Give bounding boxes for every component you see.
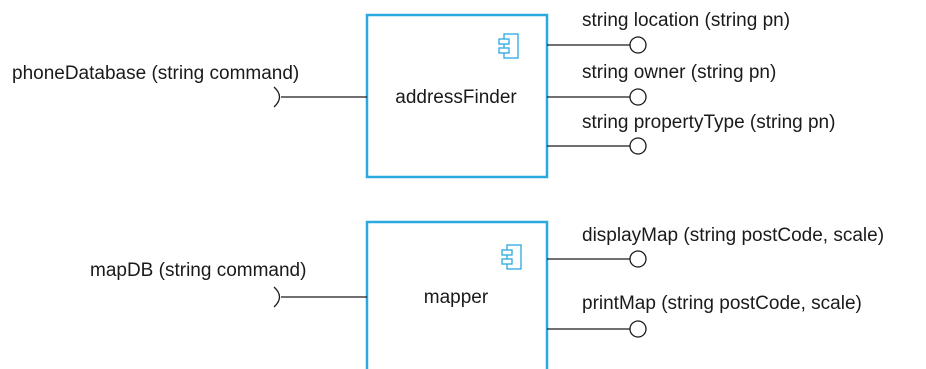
required-interface: mapDB (string command) <box>90 260 367 308</box>
required-interface: phoneDatabase (string command) <box>12 63 367 108</box>
component-addressfinder: addressFinder phoneDatabase (string comm… <box>12 10 835 179</box>
socket-icon <box>273 286 281 308</box>
provided-interface: string propertyType (string pn) <box>547 112 835 155</box>
lollipop-icon <box>629 250 647 268</box>
lollipop-icon <box>629 36 647 54</box>
component-name: mapper <box>424 287 489 308</box>
provided-interface: string owner (string pn) <box>547 62 776 106</box>
provided-interface: printMap (string postCode, scale) <box>547 293 862 338</box>
interface-label: mapDB (string command) <box>90 260 306 281</box>
lollipop-icon <box>629 88 647 106</box>
interface-label: string location (string pn) <box>582 10 790 31</box>
interface-label: printMap (string postCode, scale) <box>582 293 862 314</box>
component-mapper: mapper mapDB (string command) displayMap… <box>90 220 884 369</box>
provided-interface: displayMap (string postCode, scale) <box>547 225 884 268</box>
interface-label: string owner (string pn) <box>582 62 776 83</box>
component-icon <box>501 244 522 270</box>
interface-label: phoneDatabase (string command) <box>12 63 299 84</box>
interface-label: string propertyType (string pn) <box>582 112 835 133</box>
socket-icon <box>273 86 281 108</box>
lollipop-icon <box>629 320 647 338</box>
component-name: addressFinder <box>395 87 517 108</box>
lollipop-icon <box>629 137 647 155</box>
component-icon <box>498 33 519 59</box>
provided-interface: string location (string pn) <box>547 10 790 54</box>
interface-label: displayMap (string postCode, scale) <box>582 225 884 246</box>
